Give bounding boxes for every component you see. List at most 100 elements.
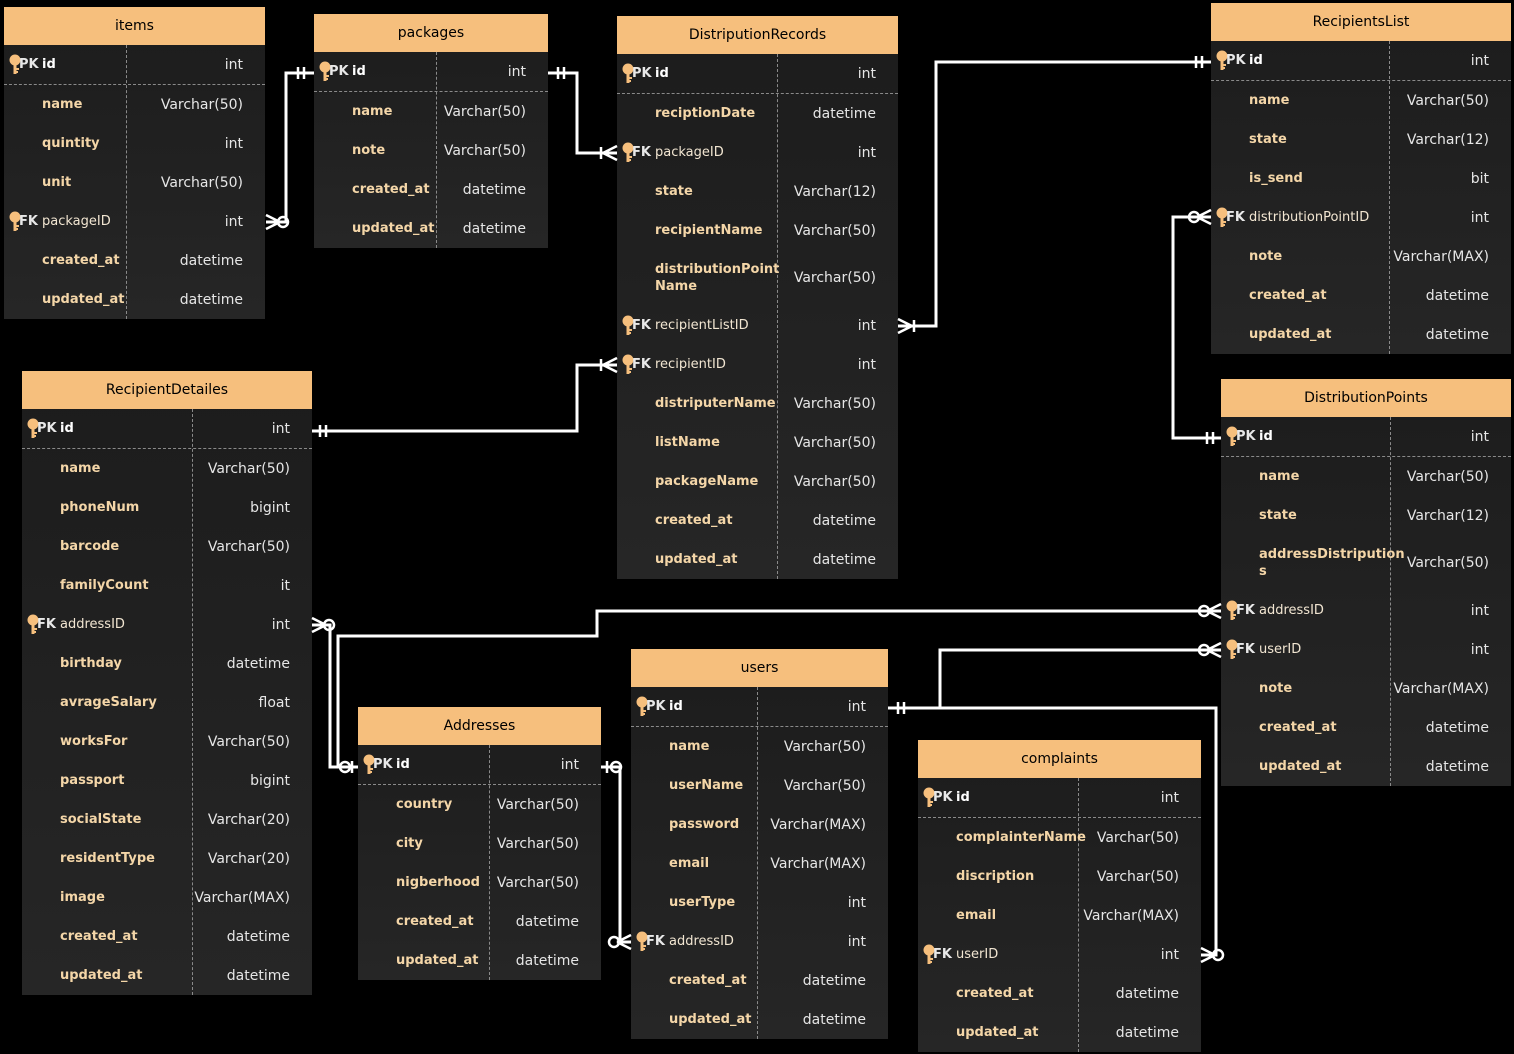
key-icon: [1215, 207, 1229, 229]
table-row[interactable]: listName Varchar(50): [617, 423, 898, 462]
table-row[interactable]: name Varchar(50): [22, 449, 312, 488]
table-recipientdetailes[interactable]: RecipientDetailes PK id int name Varchar…: [22, 371, 312, 995]
table-row[interactable]: updated_at datetime: [314, 209, 548, 248]
relationship-line: [312, 363, 617, 433]
table-row[interactable]: state Varchar(12): [1211, 120, 1511, 159]
table-items[interactable]: items PK id int name Varchar(50) quintit…: [4, 7, 265, 319]
table-row[interactable]: complainterName Varchar(50): [918, 818, 1201, 857]
table-row[interactable]: FK userID int: [1221, 630, 1511, 669]
table-complaints[interactable]: complaints PK id int complainterName Var…: [918, 740, 1201, 1052]
table-row[interactable]: familyCount it: [22, 566, 312, 605]
table-row[interactable]: updated_at datetime: [358, 941, 601, 980]
table-row[interactable]: barcode Varchar(50): [22, 527, 312, 566]
table-row[interactable]: residentType Varchar(20): [22, 839, 312, 878]
table-row[interactable]: avrageSalary float: [22, 683, 312, 722]
table-row[interactable]: note Varchar(50): [314, 131, 548, 170]
field-type: Varchar(20): [207, 811, 290, 828]
table-row[interactable]: passport bigint: [22, 761, 312, 800]
table-row[interactable]: recipientName Varchar(50): [617, 211, 898, 250]
table-recipientslist[interactable]: RecipientsList PK id int name Varchar(50…: [1211, 3, 1511, 354]
table-row[interactable]: updated_at datetime: [631, 1000, 888, 1039]
table-addresses[interactable]: Addresses PK id int country Varchar(50) …: [358, 707, 601, 980]
table-row[interactable]: name Varchar(50): [1221, 457, 1511, 496]
table-row[interactable]: created_at datetime: [1211, 276, 1511, 315]
table-row[interactable]: name Varchar(50): [314, 92, 548, 131]
field-name: state: [655, 184, 693, 199]
table-row[interactable]: userType int: [631, 883, 888, 922]
table-row[interactable]: nigberhood Varchar(50): [358, 863, 601, 902]
table-packages[interactable]: packages PK id int name Varchar(50) note…: [314, 14, 548, 248]
table-row[interactable]: FK addressID int: [22, 605, 312, 644]
table-row[interactable]: state Varchar(12): [1221, 496, 1511, 535]
table-row[interactable]: name Varchar(50): [1211, 81, 1511, 120]
table-title: RecipientDetailes: [22, 371, 312, 409]
table-row[interactable]: FK packageID int: [617, 133, 898, 172]
table-row[interactable]: city Varchar(50): [358, 824, 601, 863]
table-row[interactable]: state Varchar(12): [617, 172, 898, 211]
table-row[interactable]: updated_at datetime: [617, 540, 898, 579]
table-row[interactable]: phoneNum bigint: [22, 488, 312, 527]
table-row[interactable]: updated_at datetime: [4, 280, 265, 319]
cardinality-many-mark: [1206, 609, 1222, 620]
table-row[interactable]: updated_at datetime: [22, 956, 312, 995]
table-row[interactable]: created_at datetime: [1221, 708, 1511, 747]
cardinality-many-mark: [1206, 602, 1222, 613]
table-row[interactable]: PK id int: [1211, 41, 1511, 81]
table-row[interactable]: discription Varchar(50): [918, 857, 1201, 896]
table-row[interactable]: name Varchar(50): [631, 727, 888, 766]
table-row[interactable]: PK id int: [617, 54, 898, 94]
cardinality-many-mark: [602, 151, 618, 162]
table-row[interactable]: created_at datetime: [358, 902, 601, 941]
table-row[interactable]: image Varchar(MAX): [22, 878, 312, 917]
table-row[interactable]: birthday datetime: [22, 644, 312, 683]
table-row[interactable]: name Varchar(50): [4, 85, 265, 124]
table-row[interactable]: updated_at datetime: [1211, 315, 1511, 354]
table-row[interactable]: is_send bit: [1211, 159, 1511, 198]
table-row[interactable]: FK userID int: [918, 935, 1201, 974]
table-row[interactable]: FK recipientListID int: [617, 306, 898, 345]
table-row[interactable]: packageName Varchar(50): [617, 462, 898, 501]
table-row[interactable]: reciptionDate datetime: [617, 94, 898, 133]
field-name: id: [352, 64, 366, 79]
table-row[interactable]: email Varchar(MAX): [631, 844, 888, 883]
table-row[interactable]: distributionPoint Name Varchar(50): [617, 250, 898, 306]
table-row[interactable]: created_at datetime: [22, 917, 312, 956]
table-distributionpoints[interactable]: DistributionPoints PK id int name Varcha…: [1221, 379, 1511, 786]
table-row[interactable]: userName Varchar(50): [631, 766, 888, 805]
field-type: int: [1470, 52, 1489, 69]
table-row[interactable]: quintity int: [4, 124, 265, 163]
table-row[interactable]: PK id int: [4, 45, 265, 85]
table-row[interactable]: socialState Varchar(20): [22, 800, 312, 839]
table-row[interactable]: PK id int: [918, 778, 1201, 818]
table-row[interactable]: FK packageID int: [4, 202, 265, 241]
table-row[interactable]: updated_at datetime: [918, 1013, 1201, 1052]
table-row[interactable]: created_at datetime: [617, 501, 898, 540]
table-distriputionrecords[interactable]: DistriputionRecords PK id int reciptionD…: [617, 16, 898, 579]
table-row[interactable]: FK addressID int: [1221, 591, 1511, 630]
table-row[interactable]: note Varchar(MAX): [1221, 669, 1511, 708]
table-row[interactable]: created_at datetime: [631, 961, 888, 1000]
table-row[interactable]: FK distributionPointID int: [1211, 198, 1511, 237]
table-row[interactable]: note Varchar(MAX): [1211, 237, 1511, 276]
table-row[interactable]: PK id int: [22, 409, 312, 449]
table-row[interactable]: country Varchar(50): [358, 785, 601, 824]
table-row[interactable]: created_at datetime: [314, 170, 548, 209]
table-users[interactable]: users PK id int name Varchar(50) userNam…: [631, 649, 888, 1039]
table-row[interactable]: PK id int: [1221, 417, 1511, 457]
table-row[interactable]: FK addressID int: [631, 922, 888, 961]
table-row[interactable]: updated_at datetime: [1221, 747, 1511, 786]
field-name: created_at: [1259, 720, 1337, 735]
table-row[interactable]: PK id int: [358, 745, 601, 785]
table-row[interactable]: created_at datetime: [918, 974, 1201, 1013]
table-row[interactable]: worksFor Varchar(50): [22, 722, 312, 761]
table-row[interactable]: PK id int: [631, 687, 888, 727]
field-type: Varchar(50): [783, 777, 866, 794]
table-row[interactable]: password Varchar(MAX): [631, 805, 888, 844]
table-row[interactable]: email Varchar(MAX): [918, 896, 1201, 935]
table-row[interactable]: unit Varchar(50): [4, 163, 265, 202]
table-row[interactable]: addressDistripution s Varchar(50): [1221, 535, 1511, 591]
table-row[interactable]: PK id int: [314, 52, 548, 92]
table-row[interactable]: FK recipientID int: [617, 345, 898, 384]
table-row[interactable]: distriputerName Varchar(50): [617, 384, 898, 423]
table-row[interactable]: created_at datetime: [4, 241, 265, 280]
